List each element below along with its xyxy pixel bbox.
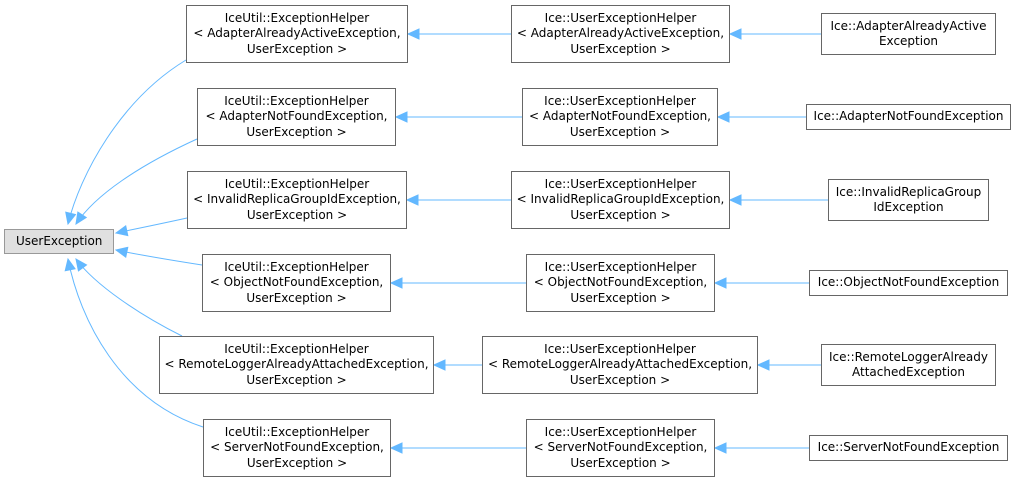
inheritance-arrowhead xyxy=(432,359,446,371)
class-node-label-line: < ServerNotFoundException, xyxy=(533,440,708,455)
class-node-h5[interactable]: IceUtil::ExceptionHelper< RemoteLoggerAl… xyxy=(159,336,434,394)
inheritance-arrowhead xyxy=(114,224,129,237)
class-node-label-line: UserException > xyxy=(246,372,347,387)
class-node-c4[interactable]: Ice::ObjectNotFoundException xyxy=(809,270,1008,296)
inheritance-arrowhead xyxy=(389,442,403,454)
class-node-label-line: Ice::AdapterNotFoundException xyxy=(813,109,1004,124)
class-node-label-line: Ice::UserExceptionHelper xyxy=(544,341,696,356)
class-node-label-line: Ice::AdapterAlreadyActive xyxy=(830,18,987,33)
class-node-label-line: Ice::InvalidReplicaGroup xyxy=(835,184,982,199)
class-node-label-line: Ice::ObjectNotFoundException xyxy=(817,275,1000,290)
class-node-h6[interactable]: IceUtil::ExceptionHelper< ServerNotFound… xyxy=(203,419,391,477)
class-node-label-line: AttachedException xyxy=(851,365,966,379)
class-node-u4[interactable]: Ice::UserExceptionHelper< ObjectNotFound… xyxy=(526,254,715,312)
inheritance-arrowhead xyxy=(713,277,727,289)
class-node-label-line: < AdapterAlreadyActiveException, xyxy=(516,26,725,41)
class-node-label-line: < InvalidReplicaGroupIdException, xyxy=(516,192,725,207)
class-node-label-line: UserException > xyxy=(570,455,671,470)
class-node-label-line: UserException > xyxy=(246,207,348,222)
class-node-label-line: < ObjectNotFoundException, xyxy=(209,275,384,290)
class-node-label-line: IceUtil::ExceptionHelper xyxy=(224,341,369,356)
inheritance-arrowhead xyxy=(716,111,730,123)
class-node-h2[interactable]: IceUtil::ExceptionHelper< AdapterNotFoun… xyxy=(197,88,396,146)
class-node-label-line: UserException > xyxy=(246,455,348,470)
class-node-label-line: UserException xyxy=(16,233,103,248)
class-node-label-line: Exception xyxy=(878,34,939,48)
class-node-label-line: < AdapterNotFoundException, xyxy=(528,109,711,124)
class-node-label-line: IceUtil::ExceptionHelper xyxy=(224,259,369,274)
class-node-label-line: Ice::ServerNotFoundException xyxy=(817,440,1000,455)
class-node-label-line: UserException > xyxy=(569,124,671,139)
class-node-label-line: UserException > xyxy=(570,207,671,222)
class-node-label-line: Ice::UserExceptionHelper xyxy=(544,259,697,274)
class-node-label-line: IceUtil::ExceptionHelper xyxy=(224,424,370,439)
class-node-u6[interactable]: Ice::UserExceptionHelper< ServerNotFound… xyxy=(526,419,715,477)
class-node-label-line: UserException > xyxy=(246,124,347,139)
inheritance-arrowhead xyxy=(713,442,727,454)
class-node-label-line: UserException > xyxy=(246,290,347,305)
class-node-h3[interactable]: IceUtil::ExceptionHelper< InvalidReplica… xyxy=(187,171,407,229)
inheritance-arrowhead xyxy=(75,258,88,272)
class-node-label-line: < AdapterNotFoundException, xyxy=(205,109,388,124)
class-node-u3[interactable]: Ice::UserExceptionHelper< InvalidReplica… xyxy=(511,171,730,229)
inheritance-arrowhead xyxy=(114,246,129,259)
class-node-label-line: < AdapterAlreadyActiveException, xyxy=(193,26,401,41)
class-node-label-line: IdException xyxy=(873,200,944,214)
inheritance-arrowhead xyxy=(394,111,408,123)
class-node-label-line: UserException > xyxy=(569,372,671,387)
inheritance-arrowhead xyxy=(75,211,88,226)
class-node-label-line: Ice::UserExceptionHelper xyxy=(544,424,697,439)
class-node-label-line: UserException > xyxy=(570,290,671,305)
class-node-label-line: Ice::UserExceptionHelper xyxy=(544,176,697,191)
class-node-c2[interactable]: Ice::AdapterNotFoundException xyxy=(806,104,1011,130)
class-node-u5[interactable]: Ice::UserExceptionHelper< RemoteLoggerAl… xyxy=(482,336,758,394)
class-node-label-line: Ice::RemoteLoggerAlready xyxy=(829,349,988,364)
inheritance-arrowhead xyxy=(728,28,742,40)
inheritance-edge xyxy=(115,249,203,266)
class-node-label-line: IceUtil::ExceptionHelper xyxy=(224,10,370,25)
inheritance-arrowhead xyxy=(406,28,420,40)
class-node-h1[interactable]: IceUtil::ExceptionHelper< AdapterAlready… xyxy=(186,5,408,63)
class-node-label-line: UserException > xyxy=(246,41,348,56)
class-node-label-line: < RemoteLoggerAlreadyAttachedException, xyxy=(487,357,753,372)
class-node-label-line: < InvalidReplicaGroupIdException, xyxy=(193,192,401,207)
inheritance-arrowhead xyxy=(728,194,742,206)
inheritance-arrowhead xyxy=(65,211,77,226)
class-node-label-line: Ice::UserExceptionHelper xyxy=(544,93,696,108)
class-node-label-line: IceUtil::ExceptionHelper xyxy=(224,176,370,191)
inheritance-edge xyxy=(75,258,183,337)
class-node-u2[interactable]: Ice::UserExceptionHelper< AdapterNotFoun… xyxy=(522,88,718,146)
class-node-label-line: < RemoteLoggerAlreadyAttachedException, xyxy=(164,357,429,372)
class-node-label-line: Ice::UserExceptionHelper xyxy=(544,10,697,25)
class-node-u1[interactable]: Ice::UserExceptionHelper< AdapterAlready… xyxy=(511,5,730,63)
inheritance-edge xyxy=(67,258,204,428)
inheritance-arrowhead xyxy=(756,359,770,371)
class-node-label-line: UserException > xyxy=(570,41,671,56)
class-node-label-line: IceUtil::ExceptionHelper xyxy=(224,93,369,108)
inheritance-arrowhead xyxy=(405,194,419,206)
class-node-label-line: < ServerNotFoundException, xyxy=(210,440,384,455)
class-node-c6[interactable]: Ice::ServerNotFoundException xyxy=(809,435,1008,461)
class-node-label-line: < ObjectNotFoundException, xyxy=(533,275,708,290)
inheritance-arrowhead xyxy=(389,277,403,289)
inheritance-edge xyxy=(75,138,198,225)
class-node-h4[interactable]: IceUtil::ExceptionHelper< ObjectNotFound… xyxy=(202,254,391,312)
inheritance-edge xyxy=(67,59,187,225)
inheritance-arrowhead xyxy=(64,257,76,272)
class-node-root[interactable]: UserException xyxy=(4,229,114,254)
